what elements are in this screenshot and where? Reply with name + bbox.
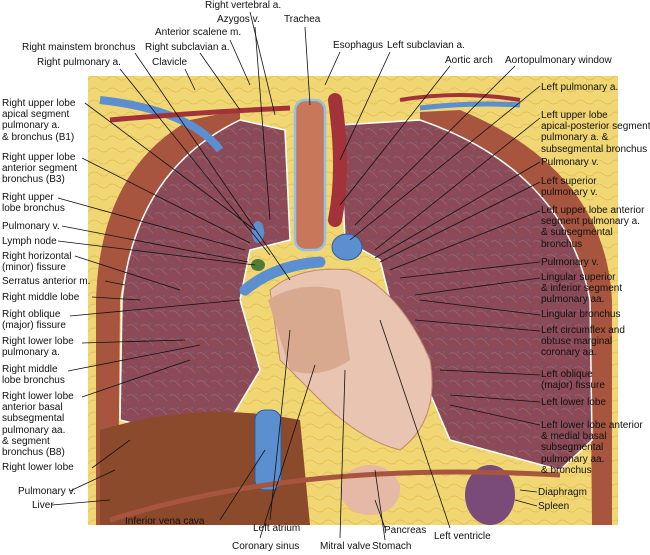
label-rml-bronchus: Right middle lobe bronchus	[2, 364, 65, 387]
label-liver: Liver	[32, 500, 54, 511]
label-coronary-sinus: Coronary sinus	[232, 541, 300, 552]
label-rul-anterior-segment: Right upper lobe anterior segment bronch…	[2, 152, 78, 186]
label-inferior-vena-cava: Inferior vena cava	[125, 516, 205, 527]
aortic-arch-shape	[328, 93, 347, 227]
label-pancreas: Pancreas	[384, 525, 427, 536]
label-left-pulmonary-a: Left pulmonary a.	[541, 82, 619, 93]
label-lingular-arteries: Lingular superior & inferior segment pul…	[541, 272, 623, 306]
label-right-middle-lobe: Right middle lobe	[2, 292, 80, 303]
label-serratus-anterior: Serratus anterior m.	[2, 276, 91, 287]
trachea-shape	[293, 98, 327, 252]
label-rul-bronchus: Right upper lobe bronchus	[2, 192, 65, 215]
label-lul-apical-posterior: Left upper lobe apical-posterior segment…	[541, 110, 650, 155]
label-pulmonary-v-right: Pulmonary v.	[2, 221, 60, 232]
label-left-ventricle: Left ventricle	[434, 531, 491, 542]
label-trachea: Trachea	[284, 14, 321, 25]
label-rll-anterior-basal: Right lower lobe anterior basal subsegme…	[2, 391, 74, 459]
right-pulmonary-artery	[239, 256, 326, 296]
label-clavicle: Clavicle	[152, 57, 188, 68]
label-spleen: Spleen	[538, 501, 570, 512]
label-right-lower-lobe: Right lower lobe	[2, 462, 74, 473]
label-right-horizontal-fissure: Right horizontal (minor) fissure	[2, 251, 72, 274]
label-left-oblique-fissure: Left oblique (major) fissure	[541, 369, 605, 392]
label-anterior-scalene-m: Anterior scalene m.	[155, 27, 242, 38]
spleen	[465, 465, 515, 525]
label-lul-anterior-segment: Left upper lobe anterior segment pulmona…	[541, 205, 645, 250]
label-aortic-arch: Aortic arch	[445, 55, 493, 66]
label-pulmonary-v-left-2: Pulmonary v.	[541, 257, 599, 268]
right-chest-wall	[96, 110, 240, 525]
label-left-circumflex: Left circumflex and obtuse marginal coro…	[541, 325, 625, 359]
label-esophagus: Esophagus	[333, 40, 384, 51]
label-lingular-bronchus: Lingular bronchus	[541, 309, 621, 320]
label-pulmonary-v-lower: Pulmonary v.	[18, 486, 76, 497]
label-lll-anterior-medial-basal: Left lower lobe anterior & medial basal …	[541, 420, 643, 476]
label-left-atrium: Left atrium	[253, 523, 301, 534]
label-azygos-v: Azygos v.	[217, 14, 260, 25]
label-rll-pulmonary-a: Right lower lobe pulmonary a.	[2, 336, 74, 359]
label-pulmonary-v-left-1: Pulmonary v.	[541, 157, 599, 168]
pulmonary-trunk	[331, 233, 363, 261]
label-lymph-node: Lymph node	[2, 236, 57, 247]
label-diaphragm: Diaphragm	[538, 487, 587, 498]
label-left-subclavian-a: Left subclavian a.	[387, 40, 465, 51]
label-stomach: Stomach	[372, 541, 412, 552]
label-right-vertebral-a: Right vertebral a.	[205, 0, 282, 11]
ivc	[254, 409, 282, 491]
label-rul-apical-segment: Right upper lobe apical segment pulmonar…	[2, 98, 76, 143]
left-atrium	[268, 286, 350, 374]
leader-lines	[51, 11, 541, 541]
label-mitral-valve: Mitral valve	[320, 541, 371, 552]
label-left-lower-lobe: Left lower lobe	[541, 397, 607, 408]
label-left-superior-pulmonary-v: Left superior pulmonary v.	[541, 176, 598, 199]
label-aortopulmonary-window: Aortopulmonary window	[505, 55, 612, 66]
label-right-pulmonary-a: Right pulmonary a.	[37, 57, 121, 68]
label-right-subclavian-a: Right subclavian a.	[145, 42, 230, 53]
label-right-oblique-fissure: Right oblique (major) fissure	[2, 309, 66, 332]
left-chest-wall	[420, 110, 612, 525]
left-lung	[339, 119, 593, 471]
label-right-mainstem-bronchus: Right mainstem bronchus	[22, 42, 136, 53]
